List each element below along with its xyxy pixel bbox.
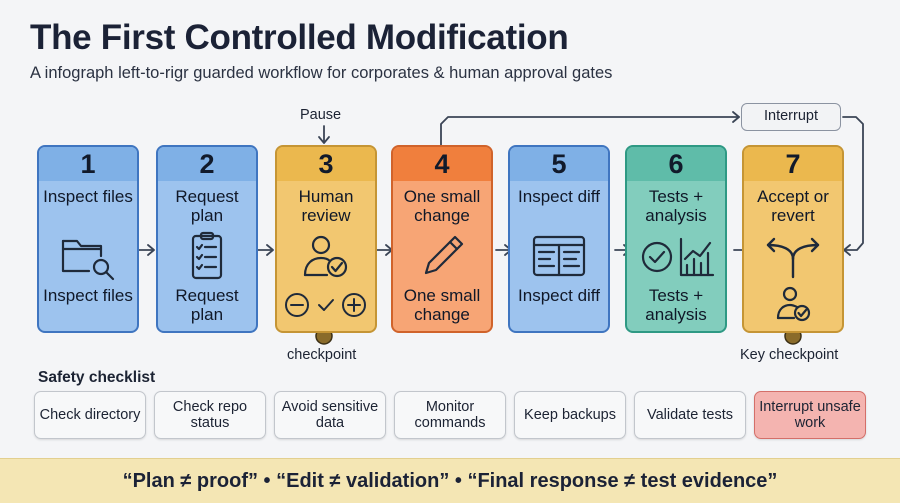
pause-label: Pause: [300, 107, 342, 123]
step-number: 7: [744, 147, 842, 181]
checklist-item: Check directory: [34, 391, 146, 439]
interrupt-box: Interrupt: [741, 103, 841, 131]
review-controls: [277, 288, 375, 322]
page-title: The First Controlled Modification: [30, 18, 569, 57]
step-bottom-label: Tests + analysis: [645, 286, 707, 324]
step-6-card: 6 Tests + analysis Tests + analysis: [625, 145, 727, 333]
step-bottom-label: Inspect files: [43, 286, 133, 305]
step-number: 4: [393, 147, 491, 181]
key-checkpoint-label: Key checkpoint: [740, 347, 839, 363]
step-number: 2: [158, 147, 256, 181]
step-5-card: 5 Inspect diff Inspect diff: [508, 145, 610, 333]
step-number: 3: [277, 147, 375, 181]
step-7-card: 7 Accept or revert: [742, 145, 844, 333]
step-bottom-label: Inspect diff: [518, 286, 600, 305]
page-subtitle: A infograph left-to-rigr guarded workflo…: [30, 64, 613, 82]
checklist-item: Check repo status: [154, 391, 266, 439]
step-1-card: 1 Inspect files Inspect files: [37, 145, 139, 333]
checklist-item: Keep backups: [514, 391, 626, 439]
step-label: One small change: [403, 187, 481, 225]
pencil-icon: [393, 231, 491, 283]
step-4-card: 4 One small change One small change: [391, 145, 493, 333]
step-label: Accept or revert: [757, 187, 829, 225]
approver-icon: [744, 284, 842, 324]
checklist-item: Validate tests: [634, 391, 746, 439]
diff-window-icon: [510, 231, 608, 283]
step-number: 6: [627, 147, 725, 181]
step-label: Request plan: [175, 187, 239, 225]
checkpoint-label: checkpoint: [287, 347, 357, 363]
checklist-item: Avoid sensitive data: [274, 391, 386, 439]
footer-banner: “Plan ≠ proof” • “Edit ≠ validation” • “…: [0, 458, 900, 503]
step-3-card: 3 Human review: [275, 145, 377, 333]
step-label: Tests + analysis: [645, 187, 707, 225]
reviewer-approve-icon: [277, 231, 375, 283]
step-label: Inspect diff: [518, 187, 600, 206]
folder-search-icon: [39, 231, 137, 283]
checklist-item-warning: Interrupt unsafe work: [754, 391, 866, 439]
check-chart-icon: [627, 231, 725, 283]
step-bottom-label: One small change: [403, 286, 481, 324]
step-number: 1: [39, 147, 137, 181]
checklist-clipboard-icon: [158, 231, 256, 283]
fork-arrows-icon: [744, 231, 842, 283]
step-bottom-label: Request plan: [175, 286, 239, 324]
step-label: Inspect files: [43, 187, 133, 206]
checklist-item: Monitor commands: [394, 391, 506, 439]
step-number: 5: [510, 147, 608, 181]
checklist-title: Safety checklist: [38, 369, 156, 386]
step-2-card: 2 Request plan Request plan: [156, 145, 258, 333]
step-label: Human review: [298, 187, 354, 225]
